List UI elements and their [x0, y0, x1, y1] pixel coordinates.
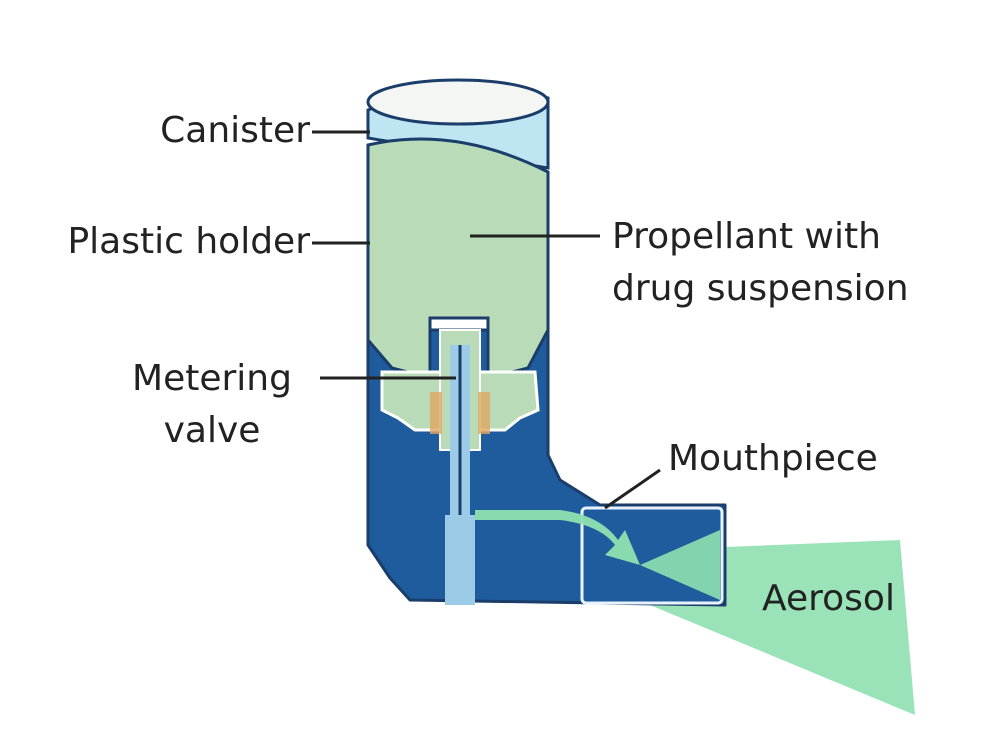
label-canister: Canister [160, 110, 310, 151]
label-metering-line1: Metering [132, 358, 292, 399]
label-propellant-line1: Propellant with [612, 216, 881, 257]
label-mouthpiece: Mouthpiece [668, 438, 878, 479]
label-metering-line2: valve [163, 410, 261, 451]
aerosol-flow-arrow [475, 510, 640, 565]
canister-rim [366, 78, 550, 126]
label-propellant-line2: drug suspension [612, 268, 909, 309]
canister-body [366, 137, 550, 380]
leader-mouthpiece [604, 468, 661, 510]
label-aerosol: Aerosol [762, 578, 895, 619]
mouthpiece-spray [640, 530, 720, 600]
valve-stem-right-seal [478, 392, 490, 434]
mouthpiece-outline [580, 506, 724, 605]
label-plastic-holder: Plastic holder [67, 221, 310, 262]
valve-stem-left-seal [430, 392, 442, 434]
nozzle-block [445, 515, 475, 605]
